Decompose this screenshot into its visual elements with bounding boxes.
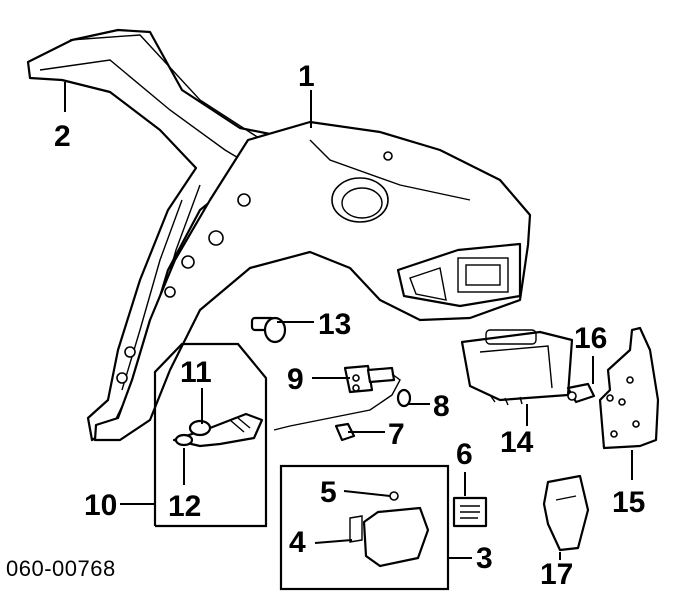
fuel-lid-opener-part bbox=[273, 364, 412, 442]
callout-6: 6 bbox=[456, 438, 473, 471]
quarter-panel-part bbox=[26, 28, 532, 442]
lamp-housing-part bbox=[460, 329, 574, 406]
callout-15: 15 bbox=[612, 486, 645, 519]
clip-part bbox=[566, 382, 596, 404]
callout-8: 8 bbox=[433, 390, 450, 423]
mud-flap-part bbox=[542, 474, 590, 552]
callout-2: 2 bbox=[54, 120, 71, 153]
fuel-door-group bbox=[279, 464, 450, 591]
callout-12: 12 bbox=[168, 490, 201, 523]
splash-guard-part bbox=[598, 326, 660, 450]
callout-3: 3 bbox=[476, 542, 493, 575]
callout-5: 5 bbox=[320, 476, 337, 509]
callout-10: 10 bbox=[84, 489, 117, 522]
callout-11: 11 bbox=[180, 356, 212, 389]
callout-14: 14 bbox=[500, 426, 534, 459]
callout-1: 1 bbox=[298, 60, 315, 93]
label-plate-part bbox=[452, 496, 488, 528]
callout-13: 13 bbox=[318, 308, 351, 341]
bolt-part bbox=[250, 316, 287, 344]
leader-lines bbox=[64, 82, 633, 560]
hinge-set-group bbox=[153, 342, 268, 528]
diagram-code: 060-00768 bbox=[6, 556, 116, 581]
callout-7: 7 bbox=[388, 418, 405, 451]
callout-17: 17 bbox=[540, 558, 573, 591]
callout-4: 4 bbox=[289, 526, 306, 559]
callout-16: 16 bbox=[574, 322, 607, 355]
callout-labels: 1 2 3 4 5 6 7 8 9 10 11 12 13 14 15 16 1… bbox=[6, 60, 645, 591]
callout-9: 9 bbox=[287, 363, 304, 396]
